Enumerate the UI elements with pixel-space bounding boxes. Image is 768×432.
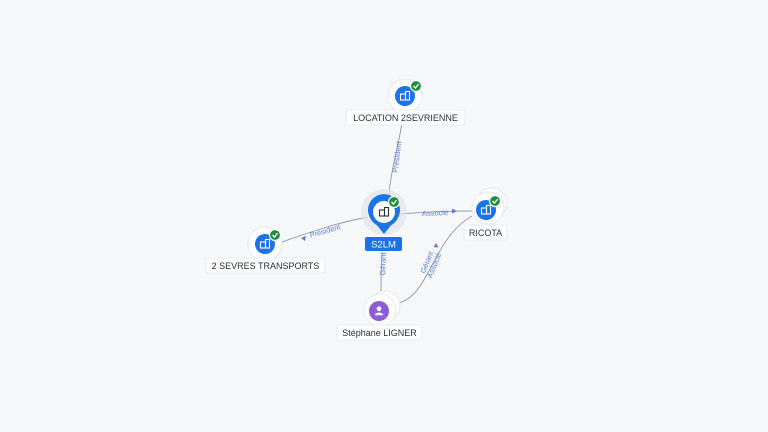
edge-label-s2lm-ricota: Associé	[422, 208, 449, 218]
node-label: S2LM	[371, 240, 396, 251]
node-location-2sevrienne[interactable]: LOCATION 2SEVRIENNE	[345, 78, 466, 126]
edge-stephane-ricota[interactable]	[393, 215, 473, 305]
node-ricota[interactable]: RICOTA	[463, 187, 508, 241]
arrow-ricota	[452, 208, 457, 214]
person-icon	[374, 306, 384, 316]
building-icon	[259, 238, 271, 249]
node-label: LOCATION 2SEVRIENNE	[353, 113, 458, 123]
check-badge-icon	[409, 79, 423, 93]
node-label-box	[205, 257, 326, 274]
arrow-stephane-ricota	[433, 243, 439, 248]
node-label-box	[463, 224, 508, 241]
node-label-box	[365, 237, 402, 251]
building-icon	[480, 204, 492, 215]
edge-label-s2lm-transports: Président	[309, 222, 343, 240]
building-icon	[378, 206, 390, 217]
node-stephane-ligner[interactable]: Stéphane LIGNER	[336, 290, 423, 341]
svg-text:Associé: Associé	[422, 208, 449, 218]
nodes-layer: LOCATION 2SEVRIENNE 2 SEVRES TRANSPORTS	[205, 78, 508, 341]
edge-s2lm-transports[interactable]	[281, 216, 369, 243]
node-label: 2 SEVRES TRANSPORTS	[212, 261, 320, 271]
node-label: Stéphane LIGNER	[342, 328, 417, 338]
node-label: RICOTA	[469, 228, 502, 238]
edge-label-stephane-ricota: Gérant Associé	[418, 249, 443, 279]
node-label-box	[336, 324, 423, 341]
svg-text:Président: Président	[309, 222, 343, 240]
node-2-sevres-transports[interactable]: 2 SEVRES TRANSPORTS	[205, 226, 326, 274]
check-badge-icon	[387, 195, 401, 209]
edge-s2lm-ricota[interactable]	[399, 210, 473, 215]
edge-label-stephane-s2lm: Gérant	[378, 251, 388, 275]
check-badge-icon	[488, 194, 502, 208]
svg-text:Gérant: Gérant	[378, 251, 388, 275]
svg-text:Président: Président	[391, 140, 404, 173]
building-icon	[399, 90, 411, 101]
edge-label-s2lm-location: Président	[391, 140, 404, 173]
check-badge-icon	[268, 228, 282, 242]
arrow-transports	[301, 236, 306, 241]
node-label-box	[345, 109, 466, 126]
node-s2lm[interactable]: S2LM	[361, 189, 407, 251]
